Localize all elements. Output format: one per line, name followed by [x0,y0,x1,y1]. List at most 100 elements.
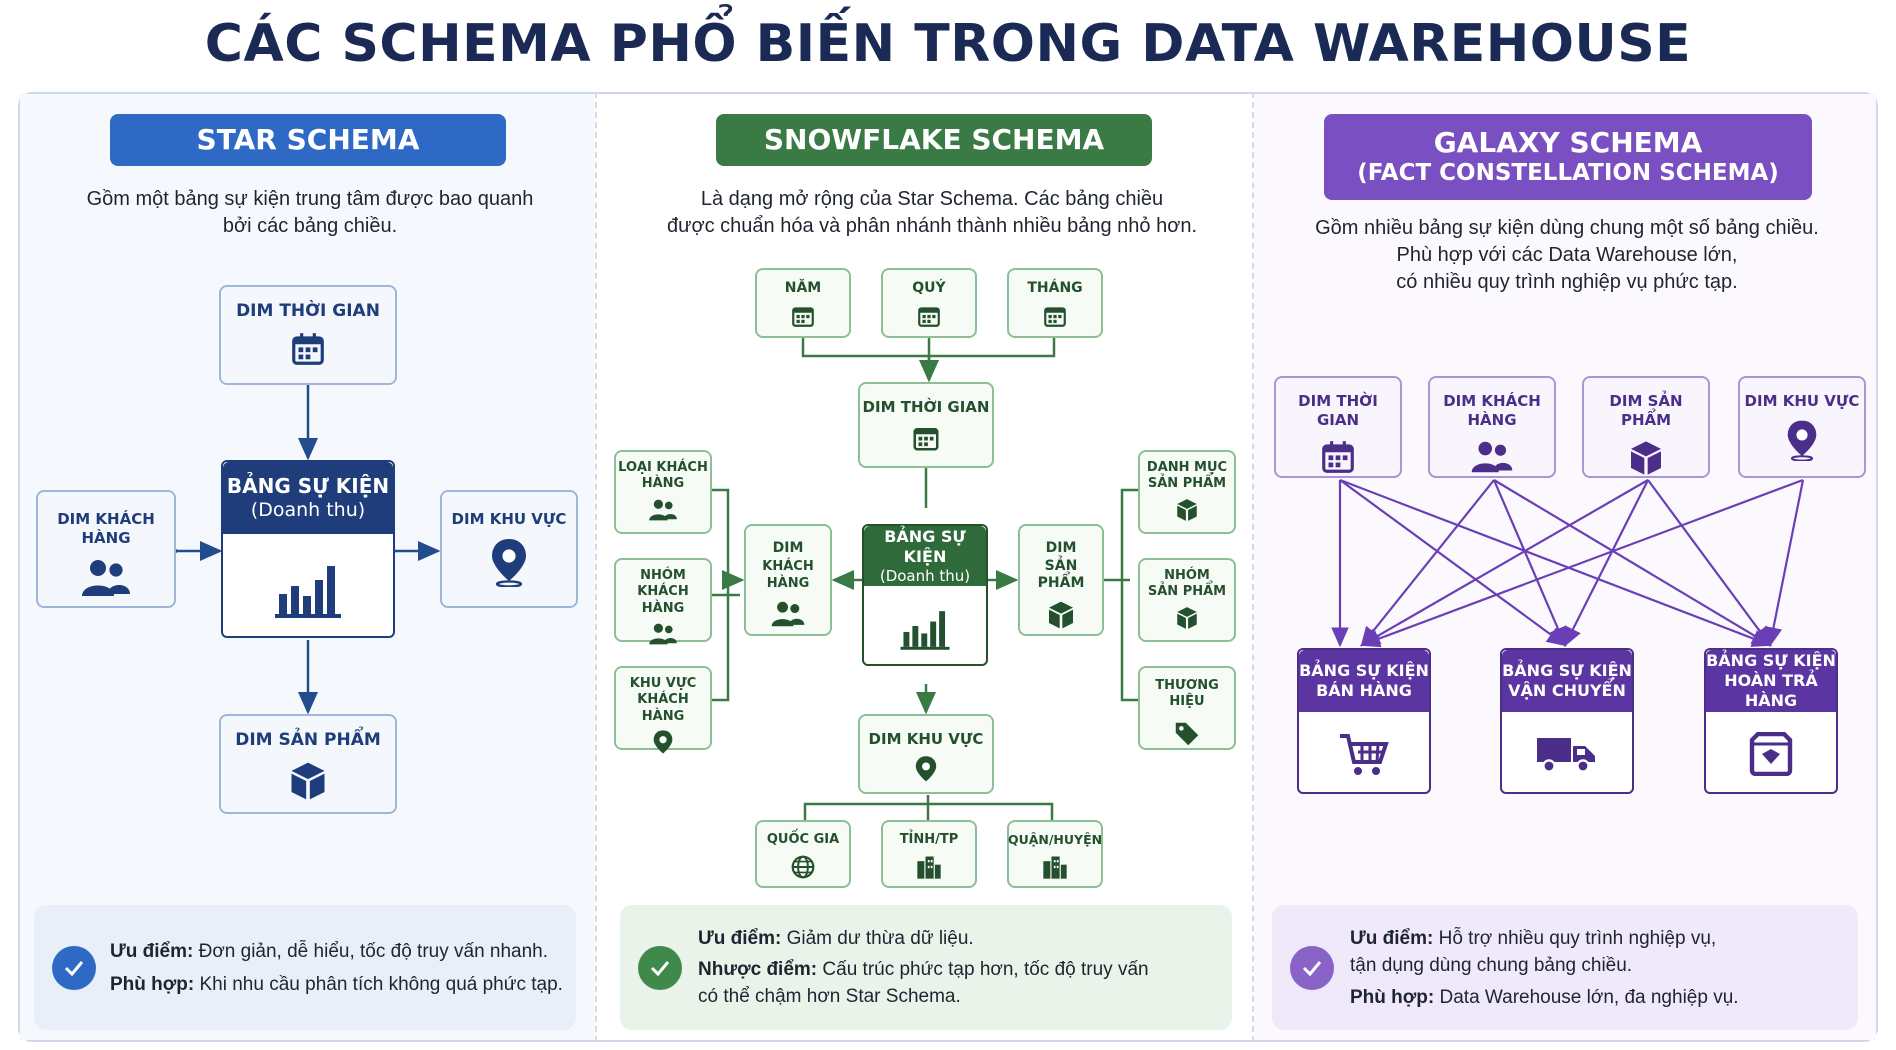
snowflake-notes: Ưu điểm: Giảm dư thừa dữ liệu. Nhược điể… [620,905,1232,1030]
users-icon [648,497,678,523]
snowflake-pros-label: Ưu điểm: [698,928,782,949]
star-fact-title: BẢNG SỰ KIỆN [226,473,390,498]
snowflake-pros-text: Giảm dư thừa dữ liệu. [786,928,974,949]
galaxy-dim-product: DIM SẢN PHẨM [1582,376,1710,478]
calendar-icon [790,303,816,329]
star-dim-product: DIM SẢN PHẨM [219,714,397,814]
snowflake-schema-banner: SNOWFLAKE SCHEMA [716,114,1152,166]
calendar-icon [1042,303,1068,329]
users-icon [1470,438,1514,476]
location-pin-icon [652,729,674,757]
snowflake-quarter: QUÝ [881,268,977,338]
snowflake-dim-time-label: DIM THỜI GIAN [862,398,990,416]
star-desc-line-2: bởi các bảng chiều. [222,215,398,237]
customer-area-line-2: KHÁCH HÀNG [637,692,689,724]
snowflake-fact-table: BẢNG SỰ KIỆN (Doanh thu) [862,524,988,666]
snowflake-description: Là dạng mở rộng của Star Schema. Các bản… [612,186,1252,240]
dim-product-line-1: DIM [1045,540,1077,556]
star-banner-label: STAR SCHEMA [196,123,420,157]
star-dim-region: DIM KHU VỰC [440,490,578,608]
star-notes: Ưu điểm: Đơn giản, dễ hiểu, tốc độ truy … [34,905,576,1030]
customer-type-line-2: HÀNG [641,476,685,492]
galaxy-pros-text-1: Hỗ trợ nhiều quy trình nghiệp vụ, [1438,927,1717,949]
customer-type-line-1: LOẠI KHÁCH [618,460,708,475]
snowflake-month: THÁNG [1007,268,1103,338]
galaxy-pros-text-2: tận dụng dùng chung bảng chiều. [1350,954,1633,976]
calendar-icon [911,423,941,453]
truck-icon [1535,732,1599,774]
calendar-icon [916,303,942,329]
buildings-icon [1041,854,1069,880]
snowflake-desc-line-1: Là dạng mở rộng của Star Schema. Các bản… [700,188,1164,210]
snowflake-dim-time: DIM THỜI GIAN [858,382,994,468]
star-description: Gồm một bảng sự kiện trung tâm được bao … [40,186,580,240]
galaxy-dim-customer: DIM KHÁCH HÀNG [1428,376,1556,478]
province-label: TỈNH/TP [899,832,959,847]
star-fit-text: Khi nhu cầu phân tích không quá phức tạp… [199,973,563,995]
tag-icon [1172,719,1202,749]
snowflake-brand: THƯƠNG HIỆU [1138,666,1236,750]
fact-sales-line-1: BẢNG SỰ KIỆN [1299,661,1429,680]
calendar-icon [1319,438,1357,476]
globe-icon [790,854,816,880]
box-icon [1626,438,1666,478]
galaxy-dim-customer-label: DIM KHÁCH HÀNG [1443,392,1541,429]
galaxy-schema-banner: GALAXY SCHEMA (FACT CONSTELLATION SCHEMA… [1324,114,1812,200]
return-box-icon [1746,732,1796,776]
star-desc-line-1: Gồm một bảng sự kiện trung tâm được bao … [86,188,534,210]
galaxy-description: Gồm nhiều bảng sự kiện dùng chung một số… [1262,215,1872,296]
galaxy-fit-text: Data Warehouse lớn, đa nghiệp vụ. [1439,986,1739,1008]
star-fact-subtitle: (Doanh thu) [250,498,366,521]
snowflake-year: NĂM [755,268,851,338]
brand-label: THƯƠNG HIỆU [1155,678,1219,710]
snowflake-quarter-label: QUÝ [912,280,946,296]
check-icon [638,945,682,990]
dim-customer-line-1: DIM [772,540,804,556]
galaxy-dim-region-label: DIM KHU VỰC [1744,392,1860,410]
category-line-2: SẢN PHẨM [1147,476,1227,492]
star-fact-table: BẢNG SỰ KIỆN (Doanh thu) [221,460,395,638]
snowflake-fact-title: BẢNG SỰ KIỆN [884,526,966,566]
location-pin-icon [1785,419,1819,461]
galaxy-notes: Ưu điểm: Hỗ trợ nhiều quy trình nghiệp v… [1272,905,1858,1030]
galaxy-desc-line-3: có nhiều quy trình nghiệp vụ phức tạp. [1396,271,1738,293]
snowflake-year-label: NĂM [784,280,822,296]
box-icon [1174,497,1200,523]
galaxy-dim-time-label: DIM THỜI GIAN [1298,392,1378,429]
bar-chart-icon [899,602,951,650]
galaxy-fit-label: Phù hợp: [1350,986,1435,1008]
snowflake-district: QUẬN/HUYỆN [1007,820,1103,888]
snowflake-province: TỈNH/TP [881,820,977,888]
fact-ship-line-2: VẬN CHUYỂN [1508,681,1626,700]
category-line-1: DANH MỤC [1146,460,1228,475]
star-dim-customer: DIM KHÁCH HÀNG [36,490,176,608]
calendar-icon [289,330,327,368]
star-dim-time-label: DIM THỜI GIAN [236,301,380,321]
district-label: QUẬN/HUYỆN [1007,832,1103,847]
dim-product-line-2: SẢN PHẨM [1037,557,1085,592]
bar-chart-icon [273,554,343,618]
divider-1 [595,92,597,1042]
snowflake-country: QUỐC GIA [755,820,851,888]
star-pros-label: Ưu điểm: [110,940,194,962]
snowflake-dim-region: DIM KHU VỰC [858,714,994,794]
snowflake-desc-line-2: được chuẩn hóa và phân nhánh thành nhiều… [666,215,1198,237]
country-label: QUỐC GIA [766,832,840,847]
snowflake-banner-label: SNOWFLAKE SCHEMA [763,123,1105,157]
star-dim-customer-label: DIM KHÁCH HÀNG [57,510,155,547]
fact-return-line-2: HOÀN TRẢ HÀNG [1724,671,1818,710]
box-icon [1174,605,1200,631]
galaxy-dim-time: DIM THỜI GIAN [1274,376,1402,478]
star-dim-product-label: DIM SẢN PHẨM [235,730,381,750]
divider-2 [1252,92,1254,1042]
users-icon [648,621,678,647]
star-dim-time: DIM THỜI GIAN [219,285,397,385]
galaxy-banner-title: GALAXY SCHEMA [1433,126,1703,160]
fact-sales-line-2: BÁN HÀNG [1316,681,1412,700]
galaxy-banner-subtitle: (FACT CONSTELLATION SCHEMA) [1357,160,1779,186]
